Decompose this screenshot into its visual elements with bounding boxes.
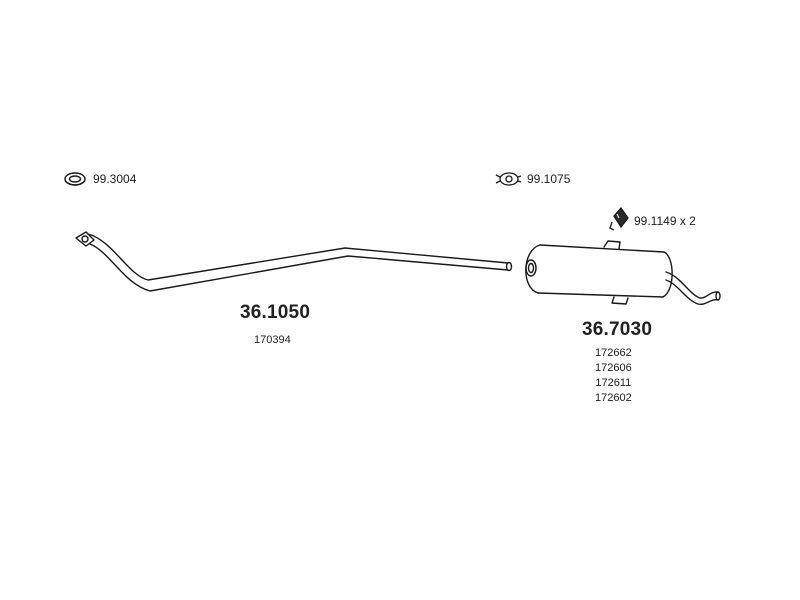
rear-silencer	[525, 240, 721, 306]
hanger-part-number: 99.1149 x 2	[634, 214, 696, 228]
silencer-oem-number: 172602	[595, 392, 632, 404]
rubber-hanger-icon	[609, 206, 629, 231]
pipe-oem-number: 170394	[254, 334, 291, 346]
silencer-oem-number: 172611	[595, 377, 632, 389]
clamp-part-number: 99.1075	[527, 172, 571, 186]
front-pipe	[75, 231, 513, 292]
pipe-part-number: 36.1050	[240, 302, 311, 323]
silencer-oem-list: 172662 172606 172611 172602	[595, 346, 632, 406]
pipe-clamp-icon	[495, 172, 522, 186]
silencer-part-number: 36.7030	[582, 319, 653, 340]
silencer-oem-number: 172662	[595, 347, 632, 359]
silencer-oem-number: 172606	[595, 362, 632, 374]
gasket-part-number: 99.3004	[93, 172, 137, 186]
pipe-oem-list: 170394	[254, 333, 291, 348]
ring-gasket-icon	[64, 172, 86, 186]
